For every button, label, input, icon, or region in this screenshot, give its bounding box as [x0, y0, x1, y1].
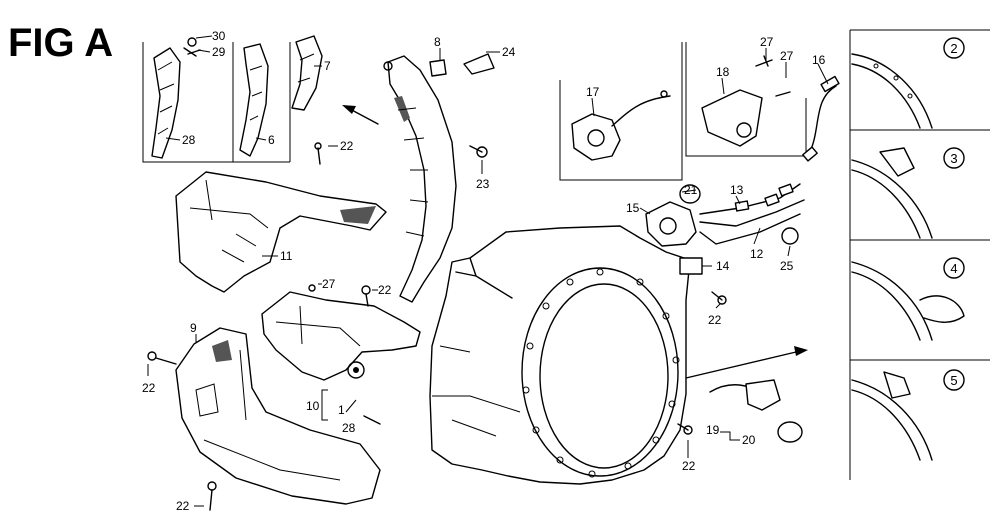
part-15-coil [645, 201, 697, 247]
bolt-22c [147, 351, 177, 365]
part-16-wire [802, 75, 840, 162]
variant-4-marker [943, 257, 965, 279]
variant-4-number: 4 [950, 261, 957, 276]
bolt-27a [308, 284, 316, 292]
callout-25: 25 [780, 259, 794, 273]
callout-1: 1 [338, 403, 345, 417]
part-20-grommet [777, 421, 803, 443]
box-17 [559, 42, 683, 181]
clip-29 [183, 47, 201, 57]
variant-5-marker [943, 369, 965, 391]
part-19-20-connector [709, 379, 803, 443]
part-1-switch [347, 361, 365, 379]
heat-shield-group [142, 35, 323, 163]
variant-2 [851, 53, 933, 129]
bolt-22f [677, 423, 693, 435]
callout-14: 14 [716, 259, 730, 273]
direction-arrow-left [342, 105, 379, 125]
callout-12: 12 [750, 247, 764, 261]
clip-8 [429, 59, 447, 77]
callout-16: 16 [812, 53, 826, 67]
bolt-22d [207, 481, 217, 511]
callout-17: 17 [586, 85, 600, 99]
variant-3-number: 3 [950, 151, 957, 166]
callout-22-e: 22 [708, 313, 722, 327]
bolt-22b [361, 285, 371, 307]
variant-2-marker [943, 37, 965, 59]
callout-8: 8 [434, 35, 441, 49]
callout-22-d: 22 [176, 499, 190, 513]
box-18 [685, 42, 807, 157]
fan-housing [429, 225, 691, 485]
leader-lines [147, 35, 829, 507]
callout-30: 30 [212, 29, 226, 43]
bolt-22e [711, 291, 727, 305]
part-10-bracket [261, 291, 421, 381]
callout-13: 13 [730, 183, 744, 197]
part-17-sensor [571, 113, 621, 161]
part-11-shroud [175, 171, 387, 293]
direction-arrow-right [685, 346, 808, 379]
callouts: 30 29 28 6 7 8 24 22 23 11 27 22 9 22 10… [142, 29, 826, 513]
callout-22-a: 22 [340, 139, 354, 153]
ignition-group [645, 183, 805, 275]
callout-23: 23 [476, 177, 490, 191]
callout-27-b: 27 [760, 35, 774, 49]
part-21-grommet [679, 184, 701, 204]
variant-4 [851, 261, 965, 341]
variant-5-number: 5 [950, 373, 957, 388]
callout-6: 6 [268, 133, 275, 147]
part-9-cover [175, 327, 381, 505]
variant-3 [851, 147, 933, 239]
variant-panels: 2 3 4 5 [849, 29, 990, 480]
callout-7: 7 [324, 59, 331, 73]
variant-2-number: 2 [950, 41, 957, 56]
part-7-plate [291, 35, 323, 111]
callout-10: 10 [306, 399, 320, 413]
part-18-module [701, 89, 763, 147]
callout-27-c: 27 [780, 49, 794, 63]
callout-9: 9 [190, 321, 197, 335]
part-14-unit [679, 257, 703, 275]
callout-29: 29 [212, 45, 226, 59]
callout-24: 24 [502, 45, 516, 59]
part-25-clamp [781, 227, 799, 245]
part-6-plate [239, 43, 269, 157]
callout-28-top: 28 [182, 133, 196, 147]
callout-21: 21 [684, 183, 698, 197]
bolts [147, 53, 727, 511]
variant-5 [851, 371, 933, 461]
callout-18: 18 [716, 65, 730, 79]
bolt-30 [187, 37, 197, 47]
callout-11: 11 [280, 249, 293, 263]
variant-3-marker [943, 147, 965, 169]
figure-title: FIG A [8, 21, 113, 65]
callout-22-c: 22 [142, 381, 156, 395]
upper-shroud [383, 55, 457, 303]
bolt-28b [363, 415, 381, 425]
bolt-23 [469, 145, 488, 158]
clip-24 [463, 53, 495, 75]
callout-28-bottom: 28 [342, 421, 356, 435]
callout-20: 20 [742, 433, 756, 447]
callout-15: 15 [626, 201, 640, 215]
callout-22-b: 22 [378, 283, 392, 297]
callout-27-a: 27 [322, 277, 336, 291]
bolt-22a [314, 142, 322, 165]
callout-19: 19 [706, 423, 720, 437]
part-28-plate [151, 47, 181, 159]
callout-22-f: 22 [682, 459, 696, 473]
